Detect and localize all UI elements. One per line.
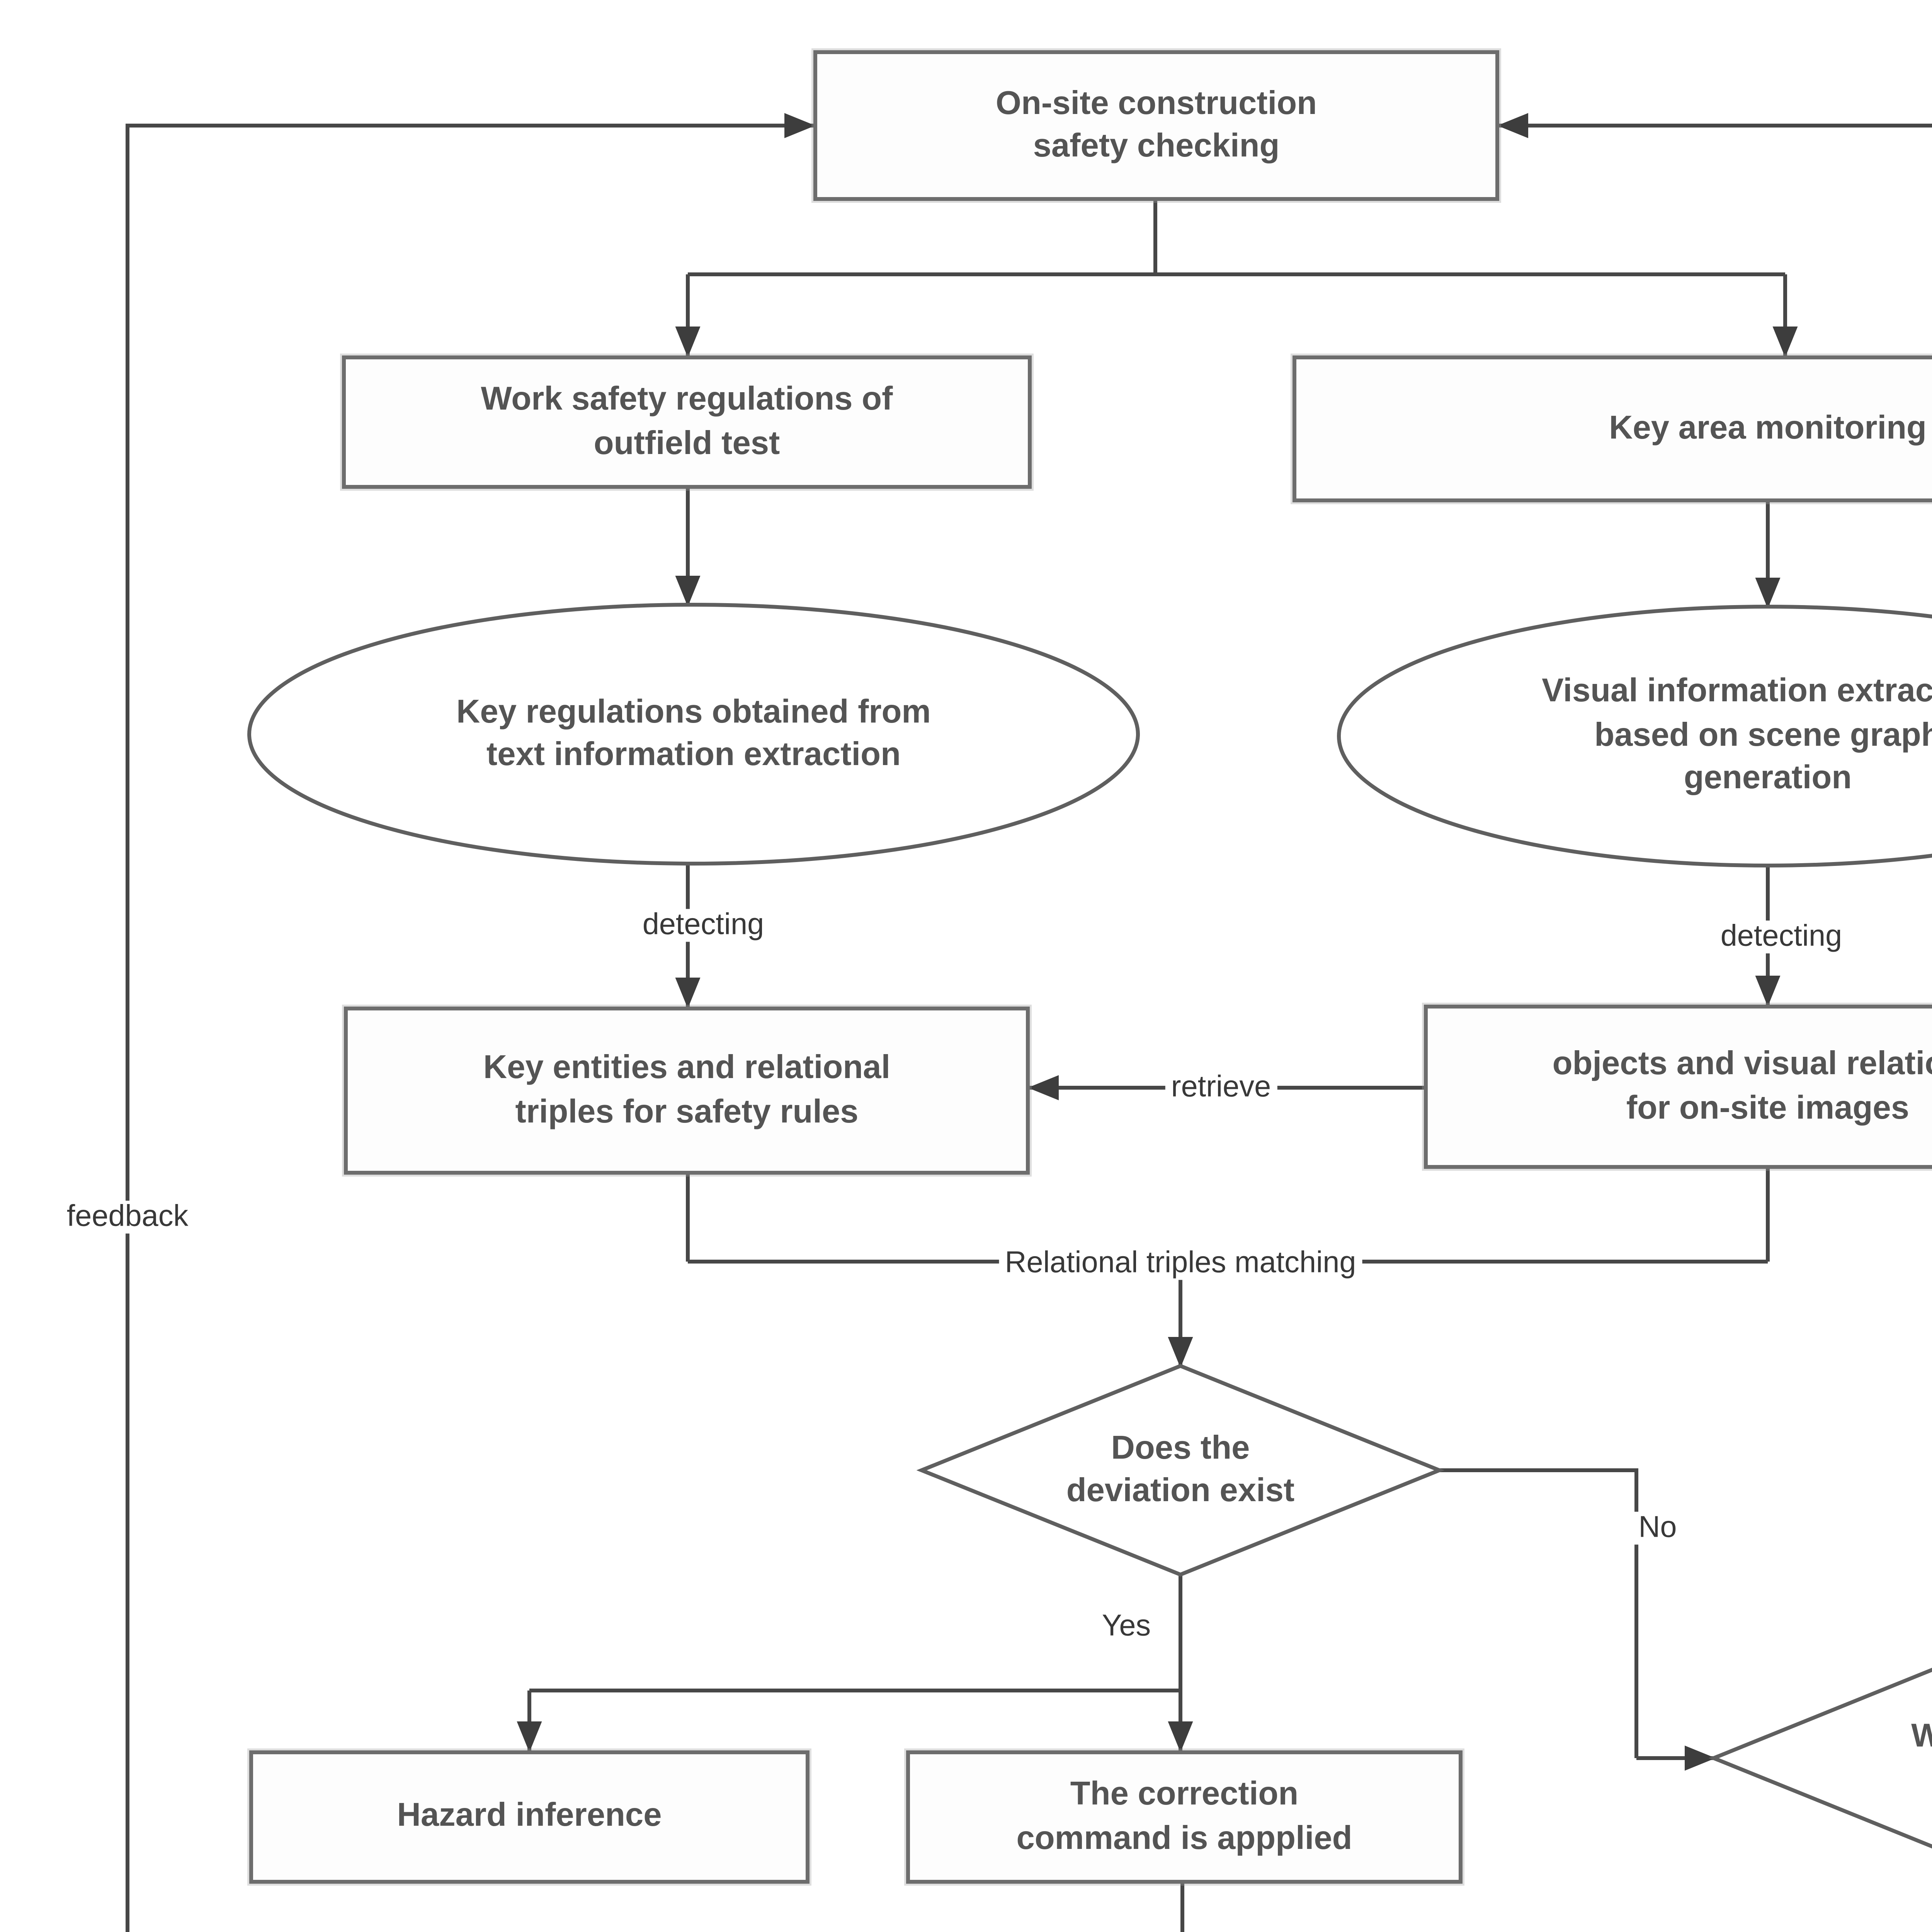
edge-label-deviation-no: No — [1633, 1512, 1683, 1545]
ellipse-key-regulations — [247, 603, 1140, 866]
edge-label-retrieve: retrieve — [1165, 1071, 1277, 1104]
node-key-entities-triples: Key entities and relational triples for … — [344, 1007, 1030, 1175]
ellipse-visual-information — [1337, 605, 1932, 867]
diamond-deviation-exists — [916, 1364, 1445, 1577]
node-work-safety-regulations-label: Work safety regulations of outfield test — [481, 381, 893, 461]
node-key-area-monitoring: Key area monitoring — [1293, 355, 1932, 502]
edge-label-detecting-right: detecting — [1714, 920, 1848, 954]
flow-shapes — [247, 603, 1932, 1849]
node-hazard-inference: Hazard inference — [249, 1750, 810, 1884]
node-hazard-inference-label: Hazard inference — [397, 1797, 662, 1834]
diamond-task-complete — [1708, 1668, 1932, 1849]
edge-label-detecting-left: detecting — [636, 909, 770, 942]
node-key-entities-triples-label: Key entities and relational triples for … — [483, 1049, 891, 1129]
connector-lines — [126, 113, 1932, 1932]
node-correction-command: The correction command is appplied — [906, 1750, 1463, 1884]
node-onsite-safety-checking-label: On-site construction safety checking — [995, 84, 1317, 164]
node-key-area-monitoring-label: Key area monitoring — [1609, 409, 1927, 446]
edge-label-feedback: feedback — [61, 1201, 194, 1234]
node-objects-visual-relations-label: objects and visual relations for on-site… — [1552, 1045, 1932, 1126]
node-work-safety-regulations: Work safety regulations of outfield test — [342, 355, 1032, 489]
node-onsite-safety-checking: On-site construction safety checking — [813, 50, 1499, 201]
node-objects-visual-relations: objects and visual relations for on-site… — [1424, 1005, 1932, 1169]
edge-label-deviation-yes: Yes — [1096, 1610, 1157, 1643]
edge-label-relational-matching: Relational triples matching — [999, 1247, 1362, 1280]
node-correction-command-label: The correction command is appplied — [1016, 1776, 1352, 1856]
